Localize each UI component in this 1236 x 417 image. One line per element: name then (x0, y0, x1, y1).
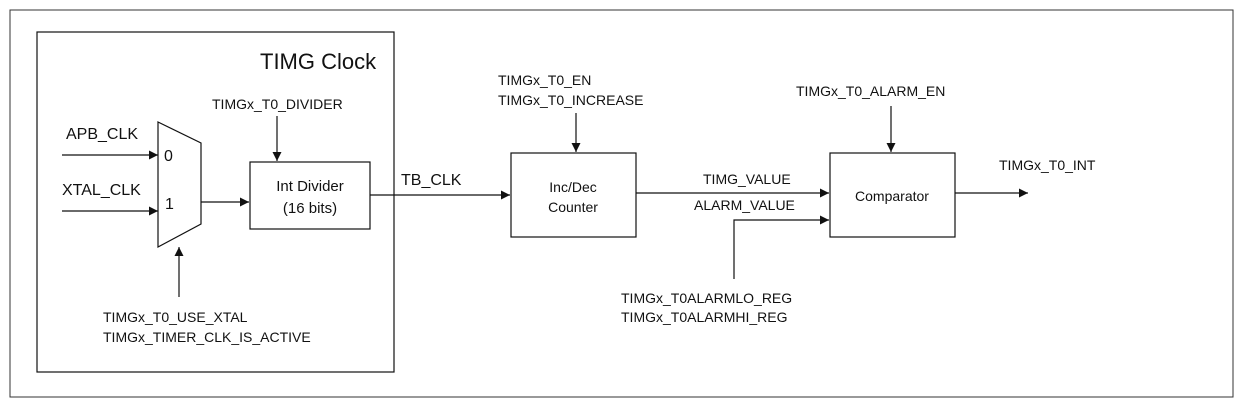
alarm-lo-reg-label: TIMGx_T0ALARMLO_REG (621, 290, 792, 306)
mux-select-line1: TIMGx_T0_USE_XTAL (103, 309, 248, 325)
int-divider-label: Int Divider (276, 178, 344, 195)
mux-input-1-label: 1 (165, 196, 174, 213)
counter-label-line1: Inc/Dec (549, 179, 596, 195)
alarm-value-label: ALARM_VALUE (694, 197, 795, 213)
interrupt-output-label: TIMGx_T0_INT (999, 157, 1096, 173)
alarm-hi-reg-label: TIMGx_T0ALARMHI_REG (621, 309, 787, 325)
mux-input-0-label: 0 (164, 148, 173, 165)
comparator-label: Comparator (855, 188, 929, 204)
alarm-value-arrow (733, 215, 829, 279)
clock-mux (157, 121, 202, 249)
timg-clock-group (36, 31, 395, 373)
int-divider-box (249, 161, 371, 230)
int-divider-bits-label: (16 bits) (283, 200, 337, 217)
mux-select-line2: TIMGx_TIMER_CLK_IS_ACTIVE (103, 329, 311, 345)
tb-clk-label: TB_CLK (401, 172, 462, 189)
counter-increase-label: TIMGx_T0_INCREASE (498, 92, 643, 108)
inc-dec-counter-box (510, 152, 637, 238)
xtal-clk-label: XTAL_CLK (62, 182, 141, 199)
divider-control-label: TIMGx_T0_DIVIDER (212, 96, 343, 112)
timg-value-label: TIMG_VALUE (703, 171, 791, 187)
counter-enable-label: TIMGx_T0_EN (498, 72, 591, 88)
group-title: TIMG Clock (260, 49, 377, 74)
apb-clk-label: APB_CLK (66, 126, 138, 143)
alarm-enable-label: TIMGx_T0_ALARM_EN (796, 83, 945, 99)
comparator-box (829, 152, 956, 238)
counter-label-line2: Counter (548, 199, 598, 215)
